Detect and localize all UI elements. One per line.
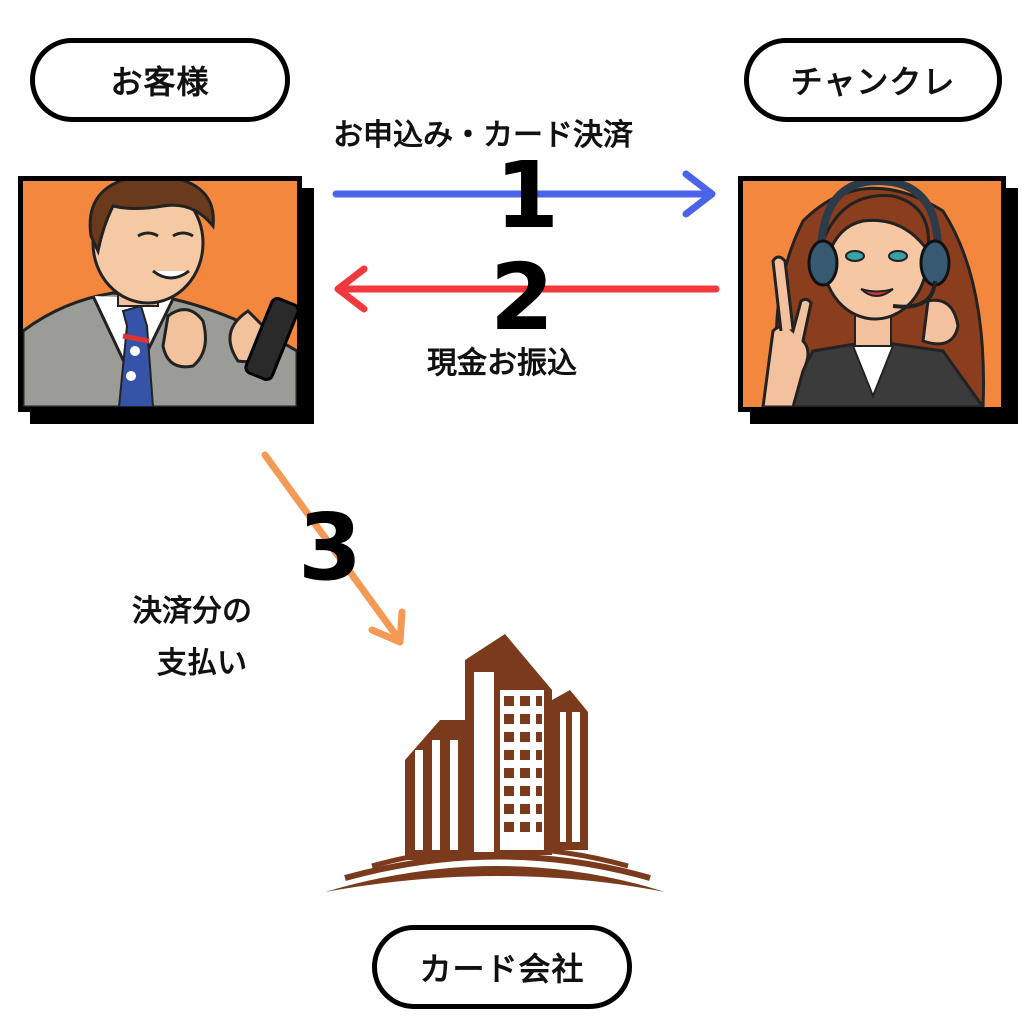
- flow-1-label: お申込み・カード決済: [333, 118, 633, 153]
- flow-1-arrow: [332, 170, 716, 218]
- flow-2-number: 2: [490, 244, 555, 351]
- flow-3-number: 3: [298, 494, 363, 601]
- merchant-node: チャンクレ: [744, 38, 1002, 122]
- flow-3-arrow: [261, 451, 406, 646]
- customer-portrait: [18, 176, 302, 412]
- flow-2-label: 現金お振込: [427, 346, 577, 381]
- flow-2-arrow: [334, 265, 720, 313]
- card-company-label: カード会社: [419, 950, 585, 988]
- man-with-phone-illustration: [23, 181, 297, 407]
- flow-3-label-line1: 決済分の: [132, 594, 252, 629]
- merchant-label: チャンクレ: [790, 63, 956, 101]
- operator-with-headset-illustration: [761, 181, 985, 407]
- card-company-node: カード会社: [372, 925, 632, 1009]
- merchant-portrait: [738, 176, 1006, 412]
- flow-3-label-line2: 支払い: [157, 646, 247, 681]
- customer-label: お客様: [110, 63, 210, 101]
- customer-node: お客様: [30, 38, 290, 122]
- building-illustration: [325, 634, 665, 892]
- flow-1-number: 1: [495, 142, 560, 249]
